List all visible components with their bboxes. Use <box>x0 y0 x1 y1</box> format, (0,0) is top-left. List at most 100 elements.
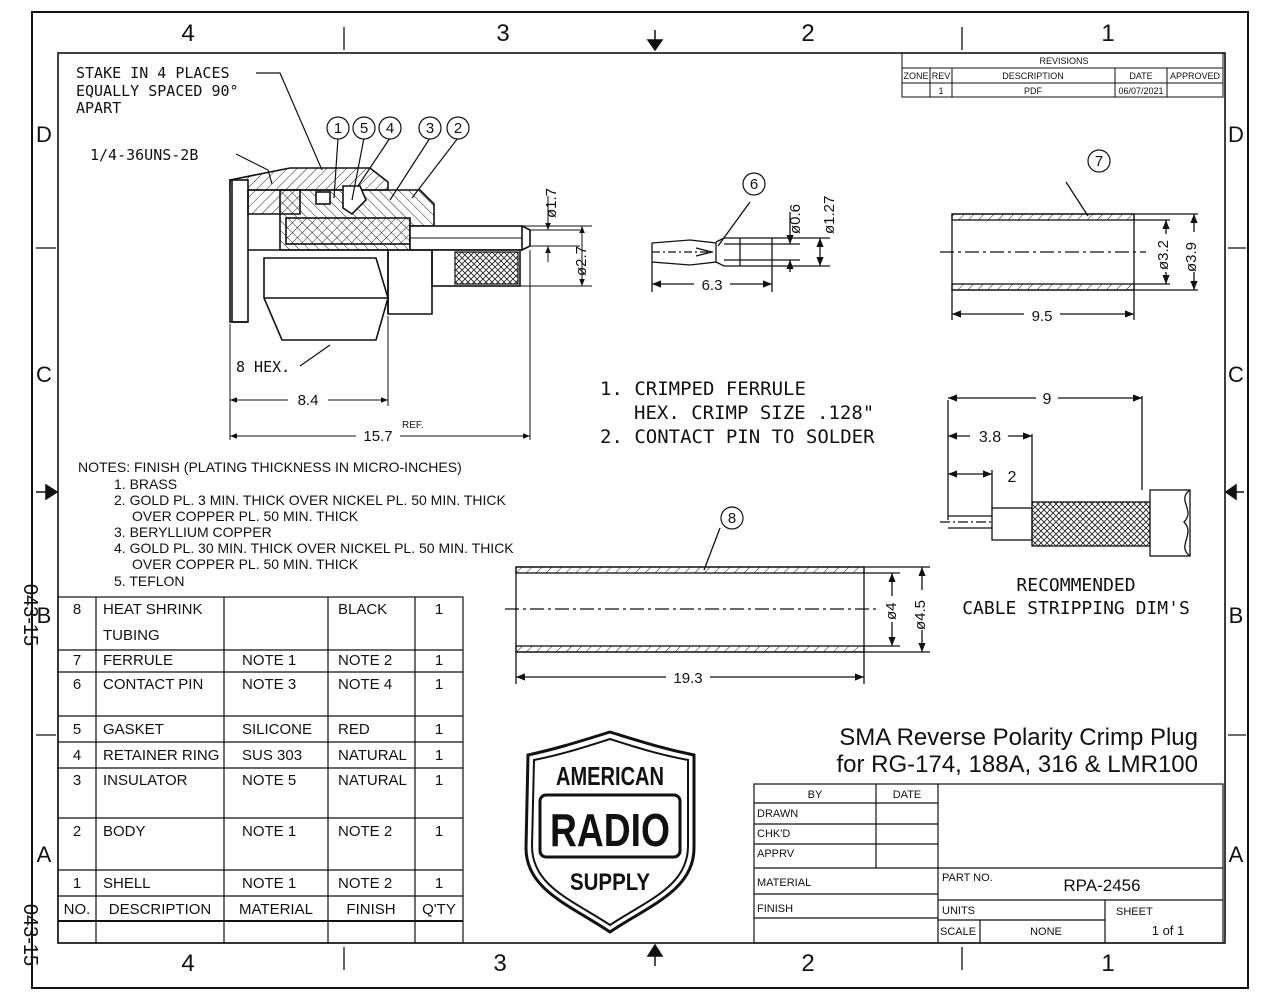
bom-row-6-finish: NOTE 4 <box>338 676 392 693</box>
dim-phi-1-7: ø1.7 <box>543 188 560 218</box>
notes-finish-header: NOTES: FINISH (PLATING THICKNESS IN MICR… <box>78 459 462 475</box>
zone-row-left-a: A <box>37 842 52 867</box>
thread-callout: 1/4-36UNS-2B <box>90 146 198 164</box>
cable-stripping-view <box>940 394 1191 557</box>
bom-row-7-finish: NOTE 2 <box>338 652 392 669</box>
bom-row-1-qty: 1 <box>435 875 443 892</box>
dim-phi-4: ø4 <box>883 602 900 620</box>
tb-sheet-value: 1 of 1 <box>1152 923 1185 938</box>
bom-row-7-qty: 1 <box>435 652 443 669</box>
notes-finish-line-1: 1. BRASS <box>114 476 177 492</box>
tb-date-label: DATE <box>893 789 922 801</box>
bom-row-8-qty: 1 <box>435 601 443 618</box>
tb-sheet-label: SHEET <box>1116 906 1153 918</box>
dim-ref: REF. <box>402 420 424 431</box>
zone-col-top-1: 1 <box>1101 20 1114 47</box>
tb-finish-label: FINISH <box>757 903 793 915</box>
hex-callout: 8 HEX. <box>236 358 290 376</box>
connector-balloons <box>326 116 470 140</box>
bom-row-1-desc: SHELL <box>103 875 151 892</box>
tb-apprv-label: APPRV <box>757 848 795 860</box>
rev-header-description: DESCRIPTION <box>1002 71 1064 81</box>
stake-callout-line2: EQUALLY SPACED 90° <box>76 82 239 100</box>
balloon-7: 7 <box>1095 153 1103 170</box>
zone-row-left-b: B <box>37 603 52 628</box>
dim-phi-2-7: ø2.7 <box>573 246 590 276</box>
zone-row-right-b: B <box>1229 603 1244 628</box>
bom-row-2-desc: BODY <box>103 823 146 840</box>
notes-finish-line-7: 5. TEFLON <box>114 573 185 589</box>
revisions-title: REVISIONS <box>1039 56 1088 66</box>
title-block <box>753 783 1224 944</box>
balloon-1: 1 <box>334 120 342 137</box>
bom-row-3-material: NOTE 5 <box>242 772 296 789</box>
logo-line-american: AMERICAN <box>556 761 664 791</box>
zone-row-right-c: C <box>1228 362 1244 387</box>
american-radio-supply-logo: AMERICAN RADIO SUPPLY <box>524 730 696 934</box>
dim-strip-2: 2 <box>1008 469 1017 486</box>
bom-row-4-qty: 1 <box>435 747 443 764</box>
dim-phi-1-27: ø1.27 <box>821 196 838 234</box>
tb-chkd-label: CHK'D <box>757 828 790 840</box>
bom-row-2-finish: NOTE 2 <box>338 823 392 840</box>
bom-row-4-material: SUS 303 <box>242 747 302 764</box>
tb-drawn-label: DRAWN <box>757 808 798 820</box>
zone-col-bottom-4: 4 <box>181 950 194 977</box>
tb-by-label: BY <box>808 789 823 801</box>
rev-header-zone: ZONE <box>903 71 928 81</box>
center-arrow-right <box>1224 483 1244 501</box>
rev-header-date: DATE <box>1129 71 1152 81</box>
bom-row-8-desc-2: TUBING <box>103 627 160 644</box>
zone-col-bottom-3: 3 <box>493 950 506 977</box>
bom-row-5-no: 5 <box>73 721 81 738</box>
rev-row-description: PDF <box>1024 86 1043 96</box>
bom-row-6-desc: CONTACT PIN <box>103 676 203 693</box>
bom-row-1-no: 1 <box>73 875 81 892</box>
bom-table <box>57 596 464 944</box>
bom-row-6-qty: 1 <box>435 676 443 693</box>
bom-row-5-finish: RED <box>338 721 370 738</box>
notes-finish-line-5: 4. GOLD PL. 30 MIN. THICK OVER NICKEL PL… <box>114 540 514 556</box>
heat-shrink-view <box>505 527 930 684</box>
rev-header-approved: APPROVED <box>1170 71 1221 81</box>
drawing-title-line1: SMA Reverse Polarity Crimp Plug <box>839 724 1198 751</box>
notes-finish-line-4: 3. BERYLLIUM COPPER <box>114 524 272 540</box>
notes-finish-line-3: OVER COPPER PL. 50 MIN. THICK <box>132 508 359 524</box>
drawing-title-line2: for RG-174, 188A, 316 & LMR100 <box>836 751 1198 778</box>
bom-row-7-no: 7 <box>73 652 81 669</box>
stripping-caption-line2: CABLE STRIPPING DIM'S <box>962 598 1190 619</box>
bom-row-3-no: 3 <box>73 772 81 789</box>
zone-row-right-a: A <box>1229 842 1244 867</box>
dim-19-3: 19.3 <box>673 670 702 687</box>
logo-line-supply: SUPPLY <box>570 869 650 896</box>
zone-row-left-c: C <box>36 362 52 387</box>
balloon-4: 4 <box>386 120 394 137</box>
rev-row-rev: 1 <box>938 86 943 96</box>
bom-row-5-qty: 1 <box>435 721 443 738</box>
dim-8-4: 8.4 <box>298 392 319 409</box>
tb-material-label: MATERIAL <box>757 877 811 889</box>
bom-row-6-material: NOTE 3 <box>242 676 296 693</box>
dim-phi-0-6: ø0.6 <box>787 204 804 234</box>
note-crimped-ferrule: 1. CRIMPED FERRULE <box>600 378 806 400</box>
bom-header-no: NO. <box>64 901 91 918</box>
bom-header-qty: Q'TY <box>422 901 456 918</box>
tb-scale-label: SCALE <box>940 926 976 938</box>
dim-phi-4-5: ø4.5 <box>912 600 929 630</box>
stake-callout-line3: APART <box>76 99 121 117</box>
dim-6-3: 6.3 <box>702 277 723 294</box>
bom-header-finish: FINISH <box>346 901 395 918</box>
stripping-caption-line1: RECOMMENDED <box>1016 575 1135 596</box>
stake-callout-line1: STAKE IN 4 PLACES <box>76 64 230 82</box>
dim-strip-3-8: 3.8 <box>979 429 1001 446</box>
rev-row-date: 06/07/2021 <box>1118 86 1163 96</box>
bom-row-4-no: 4 <box>73 747 81 764</box>
bom-row-2-no: 2 <box>73 823 81 840</box>
center-arrow-bottom <box>646 943 664 966</box>
tb-scale-value: NONE <box>1030 926 1062 938</box>
balloon-6: 6 <box>750 176 758 193</box>
bom-row-2-qty: 1 <box>435 823 443 840</box>
bom-row-7-material: NOTE 1 <box>242 652 296 669</box>
balloon-5: 5 <box>360 120 368 137</box>
